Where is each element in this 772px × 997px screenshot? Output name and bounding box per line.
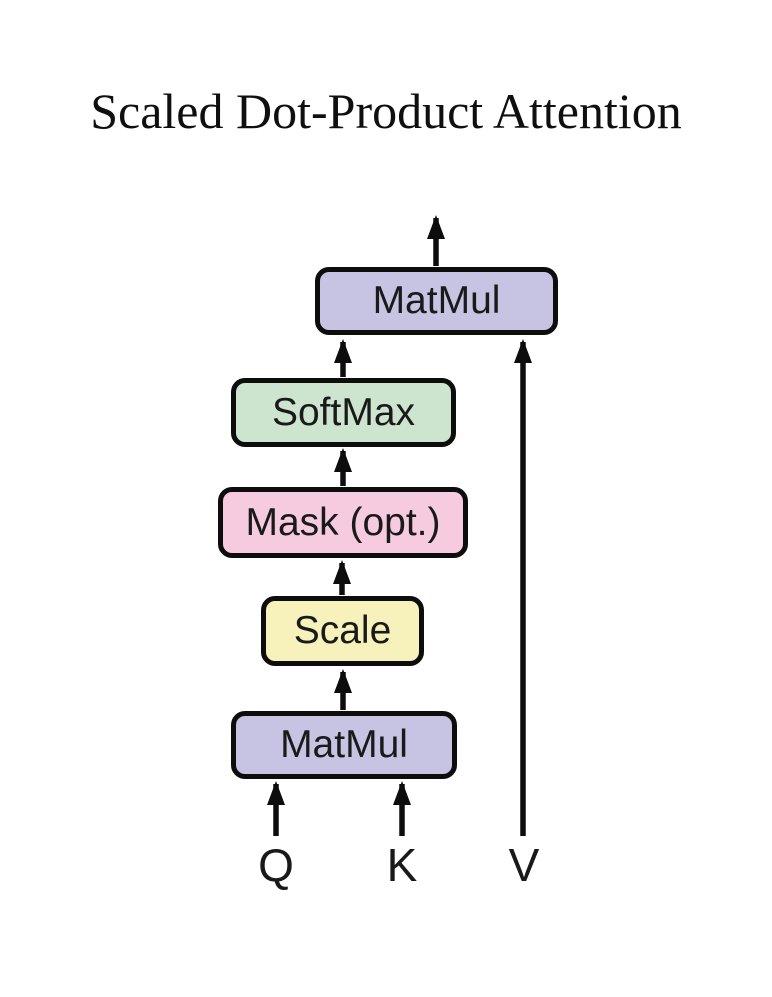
input-label-k: K: [386, 839, 418, 891]
matmul-bottom-box: MatMul: [231, 711, 457, 779]
input-label-q: Q: [258, 839, 294, 891]
scale-box: Scale: [261, 596, 424, 666]
softmax-label: SoftMax: [271, 390, 416, 434]
matmul-bottom-label: MatMul: [280, 723, 408, 766]
input-label-v: V: [508, 839, 540, 891]
matmul-top-box: MatMul: [315, 267, 558, 335]
mask-label: Mask (opt.): [245, 500, 441, 544]
matmul-top-label: MatMul: [372, 279, 501, 322]
figure-title: Scaled Dot-Product Attention: [90, 83, 682, 139]
softmax-box: SoftMax: [231, 378, 456, 447]
scale-label: Scale: [293, 609, 392, 652]
mask-box: Mask (opt.): [218, 487, 468, 558]
